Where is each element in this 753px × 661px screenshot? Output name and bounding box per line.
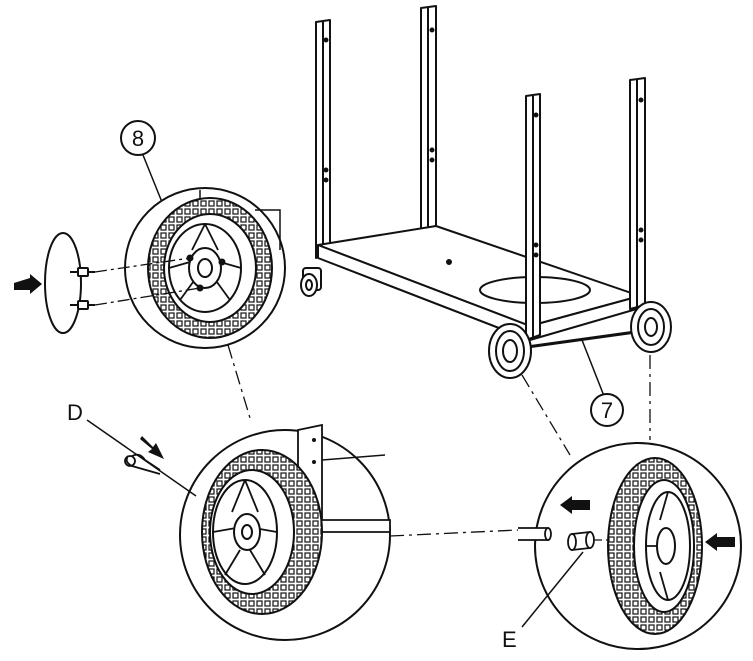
- label-e: E: [502, 551, 584, 652]
- callout-8-number: 8: [132, 126, 144, 151]
- cotter-pin-icon: [124, 453, 161, 475]
- label-d-text: D: [67, 400, 83, 425]
- cart-axle: [519, 328, 651, 350]
- cart-frame: [315, 5, 651, 350]
- cart-shelf: [317, 225, 641, 341]
- callout-7-number: 7: [601, 398, 613, 423]
- arrow-icon: [140, 436, 164, 459]
- wheel-icon: [201, 449, 323, 615]
- label-e-text: E: [502, 627, 517, 652]
- arrow-icon: [560, 496, 590, 514]
- hubcap-icon: [44, 232, 201, 334]
- cart-leg-back-left: [315, 19, 331, 259]
- wheel-icon: [607, 457, 703, 635]
- caster-wheel: [300, 267, 322, 297]
- axle-icon: [518, 527, 552, 541]
- wheel-icon: [147, 197, 273, 339]
- cart-leg-back-right: [420, 5, 437, 231]
- label-d: D: [67, 400, 197, 497]
- arrow-icon: [14, 274, 42, 294]
- cart-wheel-left: [488, 323, 532, 379]
- cart-leg-front-right: [629, 77, 646, 310]
- callout-7: 7: [581, 339, 624, 427]
- cart-wheel-right: [630, 301, 672, 353]
- callout-8: 8: [120, 120, 171, 223]
- cart-leg-front-left: [525, 93, 541, 341]
- detail-circle-exploded-wheel: [518, 442, 742, 650]
- leader-dash-8: [227, 344, 251, 419]
- leader-dash-left-wheel: [521, 374, 571, 456]
- detail-circle-wheel-8: [124, 187, 286, 349]
- detail-circle-installed-wheel: [179, 423, 391, 641]
- arrow-icon: [705, 533, 735, 551]
- leader-dash-axle: [389, 529, 519, 537]
- washer-icon: [567, 530, 595, 552]
